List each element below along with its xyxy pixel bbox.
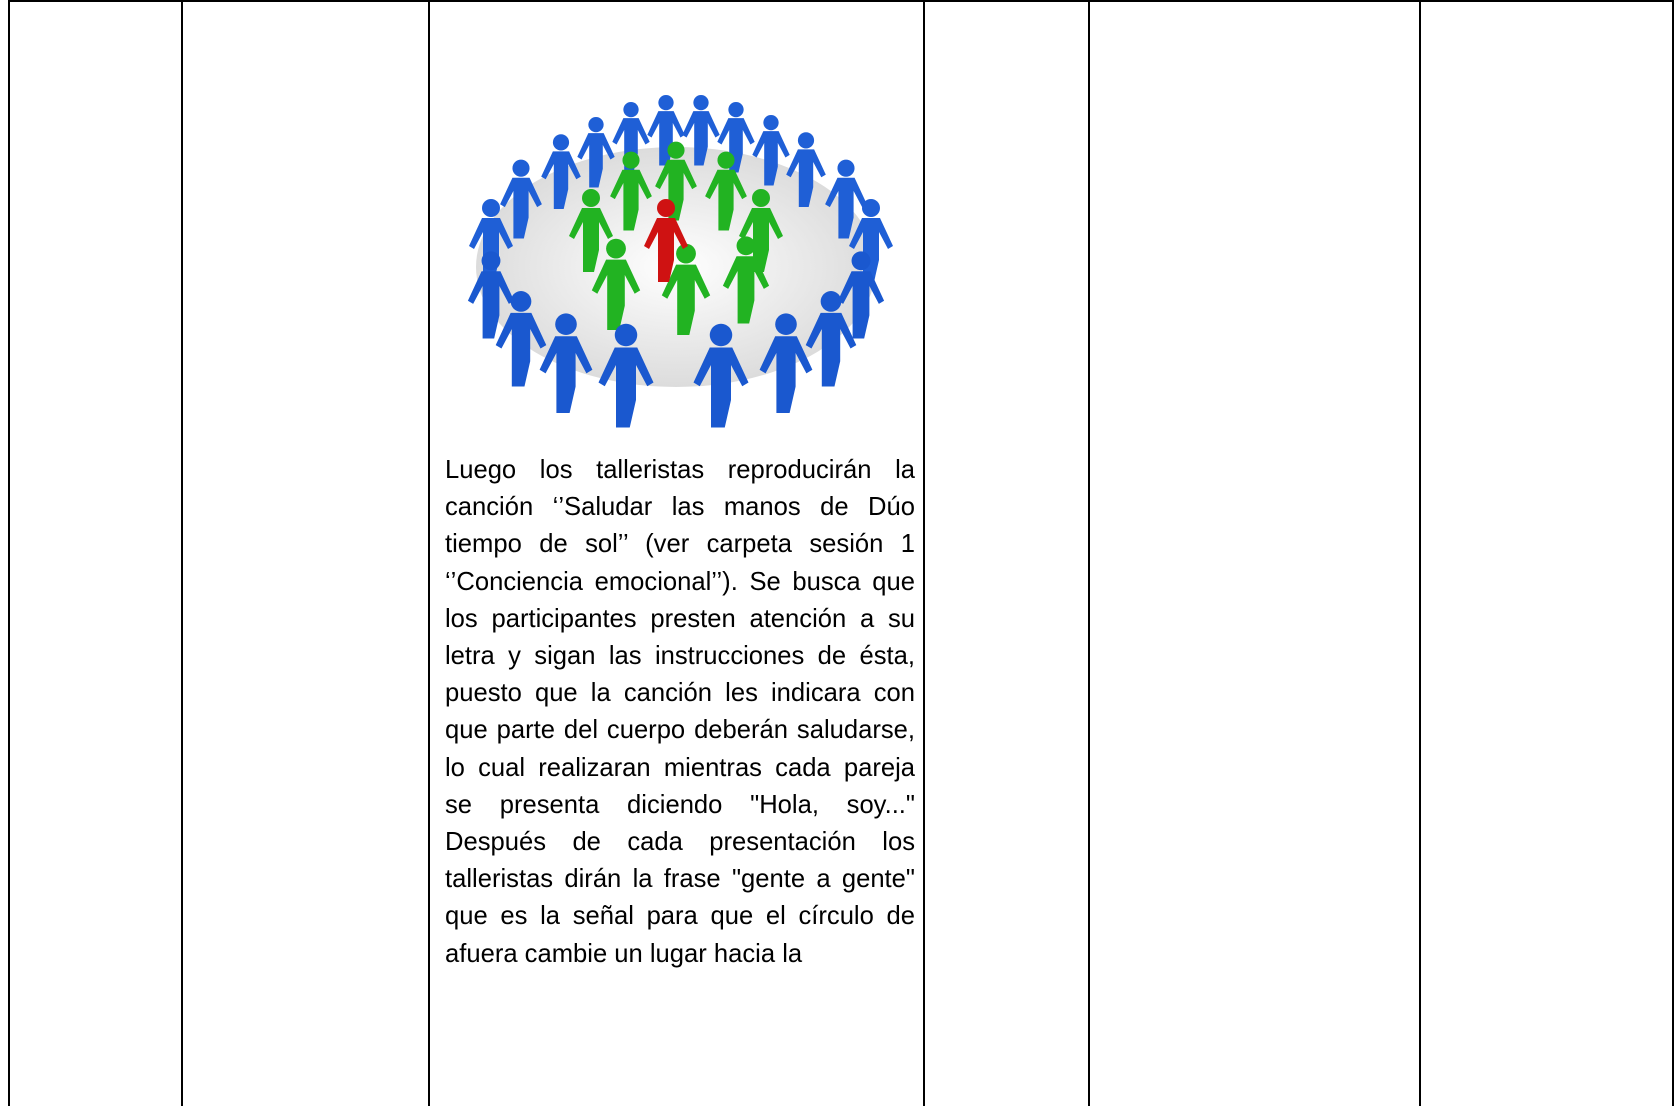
table-cell-2	[181, 0, 430, 1106]
people-circle-illustration-icon	[467, 94, 893, 428]
activity-description: Luego los talleristas reproducirán la ca…	[445, 456, 915, 968]
activity-cell-content: Luego los talleristas reproducirán la ca…	[430, 2, 923, 973]
activity-table: Luego los talleristas reproducirán la ca…	[8, 0, 1674, 1106]
table-cell-6	[1419, 0, 1674, 1106]
table-cell-5	[1088, 0, 1421, 1106]
table-cell-activity: Luego los talleristas reproducirán la ca…	[428, 0, 925, 1106]
table-cell-4	[923, 0, 1090, 1106]
table-cell-1	[8, 0, 183, 1106]
table-row: Luego los talleristas reproducirán la ca…	[8, 0, 1674, 1106]
